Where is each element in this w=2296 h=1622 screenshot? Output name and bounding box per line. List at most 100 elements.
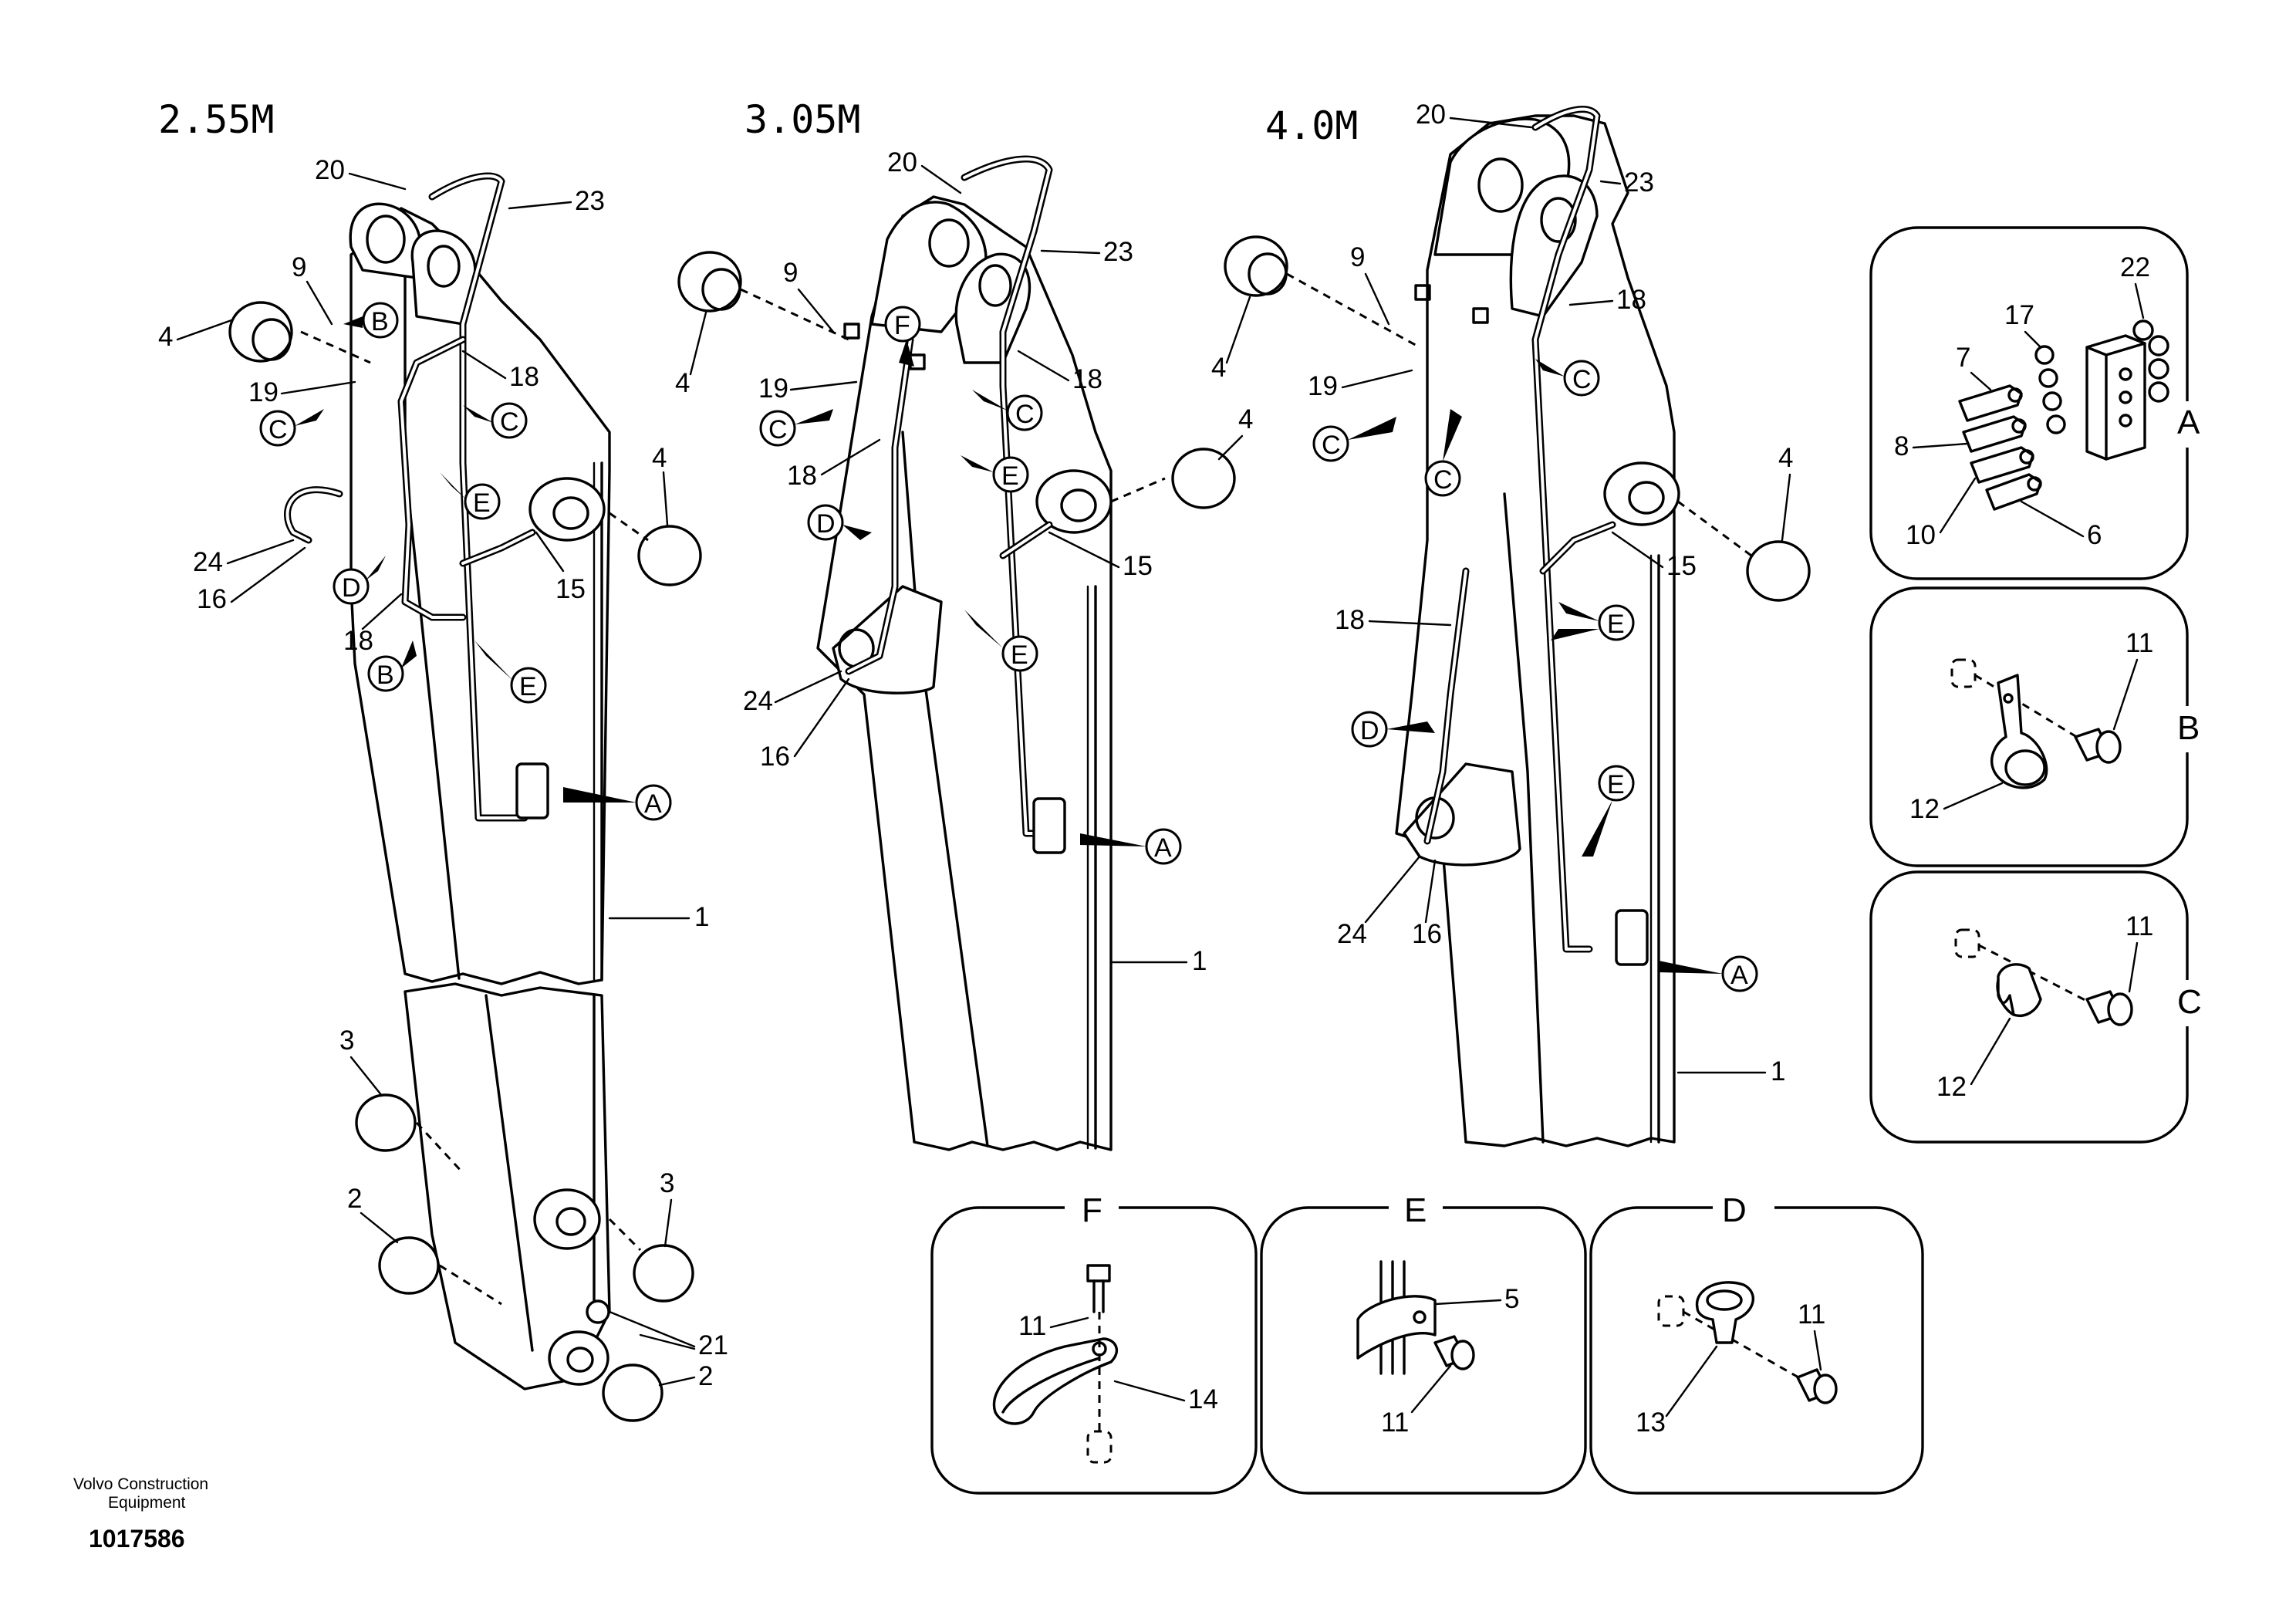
- nut-22: [2148, 335, 2169, 357]
- part-label-15: 15: [1048, 531, 1153, 581]
- grease-fitting: [586, 1299, 610, 1324]
- part-label-5: 5: [1433, 1284, 1519, 1314]
- svg-text:16: 16: [197, 584, 227, 614]
- arm-edge: [485, 994, 534, 1352]
- hydraulic-hose: [963, 157, 1051, 835]
- svg-text:C: C: [1322, 431, 1341, 460]
- detail-letter: C: [2177, 983, 2202, 1021]
- part-label-3: 3: [660, 1168, 674, 1248]
- terminal-ring: [2011, 418, 2027, 434]
- part-label-8: 8: [1894, 431, 1969, 461]
- part-label-11: 11: [1798, 1299, 1825, 1371]
- part-label-9: 9: [292, 252, 333, 326]
- svg-text:2: 2: [347, 1184, 362, 1214]
- svg-text:5: 5: [1504, 1284, 1519, 1314]
- svg-text:3: 3: [339, 1026, 354, 1056]
- bolt-11-head: [2107, 992, 2133, 1026]
- part-label-20: 20: [1416, 100, 1533, 130]
- part-label-9: 9: [1350, 242, 1390, 326]
- callout-C: C: [1424, 460, 1461, 497]
- part-label-22: 22: [2120, 252, 2150, 319]
- svg-text:17: 17: [2004, 300, 2034, 330]
- part-label-4: 4: [652, 443, 669, 526]
- bolt-11: [1092, 1279, 1105, 1313]
- pin-hole: [555, 1207, 586, 1236]
- svg-text:E: E: [473, 488, 491, 518]
- part-label-1: 1: [1676, 1056, 1785, 1086]
- part-label-12: 12: [1909, 782, 2004, 824]
- part-label-2: 2: [347, 1184, 399, 1244]
- bolt-11-head: [1813, 1374, 1838, 1404]
- svg-text:23: 23: [575, 186, 605, 216]
- part-label-20: 20: [887, 147, 962, 194]
- part-label-10: 10: [1906, 477, 1977, 550]
- cylinder-boss: [528, 477, 606, 542]
- bolt-11-head: [1086, 1264, 1111, 1282]
- mount-ghost: [1954, 928, 1980, 958]
- svg-text:9: 9: [1350, 242, 1365, 272]
- arm-body-upper: [349, 207, 611, 985]
- svg-text:16: 16: [760, 742, 790, 772]
- part-label-24: 24: [193, 539, 295, 577]
- svg-text:11: 11: [1381, 1407, 1409, 1438]
- pin-hole: [366, 215, 406, 264]
- svg-text:3: 3: [660, 1168, 674, 1198]
- p-clamp-12: [1990, 674, 2048, 789]
- callout-E: E: [1001, 635, 1038, 672]
- detail-D: D 11 13: [1589, 1191, 1924, 1495]
- clamp-hole: [1413, 1310, 1427, 1324]
- terminal-ring: [2019, 449, 2034, 465]
- svg-text:20: 20: [315, 155, 345, 185]
- terminal-hole: [2119, 390, 2132, 404]
- part-label-21: 21: [608, 1310, 728, 1360]
- hydraulic-hose: [1539, 521, 1616, 575]
- svg-text:19: 19: [1308, 371, 1338, 401]
- assembly-line: [740, 288, 1166, 503]
- callout-C: C: [491, 402, 528, 439]
- hydraulic-hose: [400, 338, 464, 619]
- callout-E: E: [1598, 604, 1635, 641]
- pin-hole: [1060, 488, 1097, 522]
- svg-text:E: E: [1607, 770, 1625, 799]
- part-label-4: 4: [675, 311, 707, 398]
- hydraulic-hose: [461, 531, 534, 565]
- part-label-18: 18: [1335, 605, 1452, 635]
- callout-C: C: [259, 410, 296, 447]
- part-label-11: 11: [1381, 1364, 1452, 1438]
- lower-link: [832, 585, 943, 694]
- detail-C: C 11 12: [1869, 870, 2203, 1144]
- part-label-4: 4: [1217, 404, 1253, 461]
- svg-text:7: 7: [1956, 343, 1970, 373]
- arm-variant-4-0m: 4.0M C C C E D E A 20: [1211, 100, 1811, 1147]
- p-clamp-loop: [1996, 978, 2015, 1016]
- part-label-4: 4: [1778, 443, 1793, 542]
- part-label-18: 18: [787, 438, 881, 491]
- bushing-3: [633, 1244, 694, 1303]
- svg-text:F: F: [894, 311, 910, 340]
- svg-text:4: 4: [1238, 404, 1253, 434]
- svg-text:11: 11: [2125, 628, 2153, 658]
- callout-E: E: [510, 667, 547, 704]
- pin-hole: [427, 245, 461, 288]
- strap-clamp-14: [1001, 1357, 1101, 1414]
- drawing-number: 1017586: [89, 1525, 185, 1553]
- svg-text:10: 10: [1906, 520, 1936, 550]
- detail-letter: B: [2177, 709, 2200, 747]
- svg-text:15: 15: [555, 574, 586, 604]
- svg-text:A: A: [644, 789, 662, 819]
- part-label-15: 15: [535, 531, 586, 604]
- bolt-11-head: [2095, 730, 2122, 764]
- arm-body-lower: [403, 982, 611, 1391]
- assembly-line: [1286, 272, 1752, 557]
- bushing-4: [1171, 448, 1236, 509]
- detail-A: A 22 17 7 8 10 6: [1869, 226, 2203, 580]
- variant-title: 3.05M: [745, 97, 861, 142]
- svg-text:11: 11: [2125, 911, 2153, 941]
- svg-text:19: 19: [248, 377, 279, 407]
- svg-text:4: 4: [675, 368, 690, 398]
- detail-frame: [1589, 1206, 1924, 1495]
- part-label-16: 16: [197, 546, 306, 614]
- callout-B: B: [362, 302, 399, 339]
- callout-A: A: [1145, 828, 1182, 865]
